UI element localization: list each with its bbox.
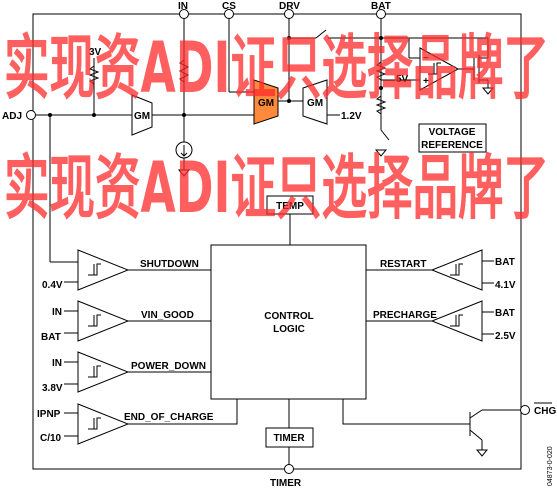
comparator-end-of-charge — [77, 403, 130, 445]
precharge-in-bottom: 2.5V — [495, 331, 516, 342]
gm3-block — [302, 79, 328, 125]
voltage-reference-block — [418, 123, 487, 153]
pin-timer-terminal — [284, 464, 294, 474]
eoc-hysteresis-icon — [88, 417, 101, 430]
gm1-block — [131, 94, 153, 136]
opamp-minus-sign: − — [423, 53, 429, 64]
v3-resistor — [88, 65, 100, 85]
comparator-precharge — [430, 300, 483, 342]
comparator-vin-good — [77, 300, 130, 342]
pin-adj-terminal — [26, 110, 36, 120]
eoc-in-top: IPNP — [37, 409, 61, 420]
pin-cs-label: CS — [222, 1, 236, 12]
control-logic-line2: LOGIC — [273, 324, 305, 335]
bat-node — [379, 36, 383, 40]
bjt-collector — [469, 409, 483, 419]
pin-drv-label: DRV — [279, 1, 300, 12]
v5-label: 5V — [396, 74, 409, 85]
restart-in-top: BAT — [495, 257, 515, 268]
opamp-hysteresis-icon — [428, 62, 441, 75]
shutdown-hysteresis-icon — [88, 263, 101, 276]
pin-chg-terminal — [520, 405, 530, 415]
current-source-arrow — [180, 145, 188, 157]
precharge-hysteresis-icon — [450, 314, 463, 327]
restart-in-bottom: 4.1V — [495, 280, 516, 291]
voltage-ref-line1: VOLTAGE — [429, 127, 476, 138]
drv-gm-node — [287, 99, 291, 103]
signal-restart: RESTART — [380, 259, 426, 270]
v3-node — [92, 113, 96, 117]
signal-precharge: PRECHARGE — [373, 310, 437, 321]
logic-chg-wire — [342, 399, 470, 425]
vin-good-in-top: IN — [52, 307, 62, 318]
ground-icon-4 — [475, 449, 489, 457]
timer-block-label: TIMER — [273, 433, 305, 444]
gm3-label: GM — [307, 98, 323, 109]
vin-good-hysteresis-icon — [88, 314, 101, 327]
pin-in-label: IN — [178, 1, 188, 12]
signal-power-down: POWER_DOWN — [131, 361, 206, 372]
shutdown-in-bottom: 0.4V — [42, 280, 63, 291]
eoc-in-bottom: C/10 — [40, 433, 62, 444]
divider-node — [379, 86, 383, 90]
drv-switch — [315, 29, 327, 39]
figure-id: 04873-0-020 — [547, 446, 554, 486]
in-resistor — [178, 59, 190, 83]
bat-switch — [380, 129, 390, 141]
ground-icon-3 — [481, 87, 495, 95]
bat-resistor-2 — [375, 95, 387, 115]
chip-outline — [32, 13, 522, 470]
power-down-in-top: IN — [52, 358, 62, 369]
signal-end-of-charge: END_OF_CHARGE — [124, 412, 214, 423]
power-down-in-bottom: 3.8V — [42, 383, 63, 394]
opamp-plus-sign: + — [423, 76, 429, 87]
temp-label: TEMP — [276, 201, 304, 212]
precharge-in-top: BAT — [495, 308, 515, 319]
gm1-node — [182, 113, 186, 117]
v1-2-label: 1.2V — [341, 111, 362, 122]
gm2-block — [253, 79, 279, 125]
power-down-hysteresis-icon — [88, 365, 101, 378]
vin-good-in-bottom: BAT — [41, 332, 61, 343]
comparator-power-down — [77, 351, 130, 393]
ground-icon-2 — [374, 149, 388, 157]
pin-timer-label: TIMER — [270, 478, 302, 489]
control-logic-block — [210, 244, 367, 400]
gm1-label: GM — [134, 111, 150, 122]
watermark-line1: 实现资ADI证只选择品牌了 — [4, 27, 549, 109]
watermark-line2: 实现资ADI证只选择品牌了 — [4, 147, 549, 229]
signal-vin-good: VIN_GOOD — [141, 310, 194, 321]
eoc-out-wire — [128, 399, 238, 425]
comparator-restart — [430, 249, 483, 291]
signal-shutdown: SHUTDOWN — [140, 259, 199, 270]
v3-label: 3V — [89, 47, 102, 58]
ground-icon-1 — [177, 169, 191, 177]
pin-chg-label: CHG — [534, 406, 556, 417]
opamp-block — [419, 47, 460, 91]
control-logic-line1: CONTROL — [264, 311, 313, 322]
bat-resistor-1 — [375, 61, 387, 81]
bjt-emitter — [469, 429, 483, 441]
pin-adj-label: ADJ — [2, 111, 22, 122]
restart-hysteresis-icon — [450, 263, 463, 276]
voltage-ref-line2: REFERENCE — [421, 140, 483, 151]
comparator-shutdown — [77, 249, 130, 291]
gm2-label: GM — [258, 98, 274, 109]
pin-bat-label: BAT — [371, 1, 391, 12]
